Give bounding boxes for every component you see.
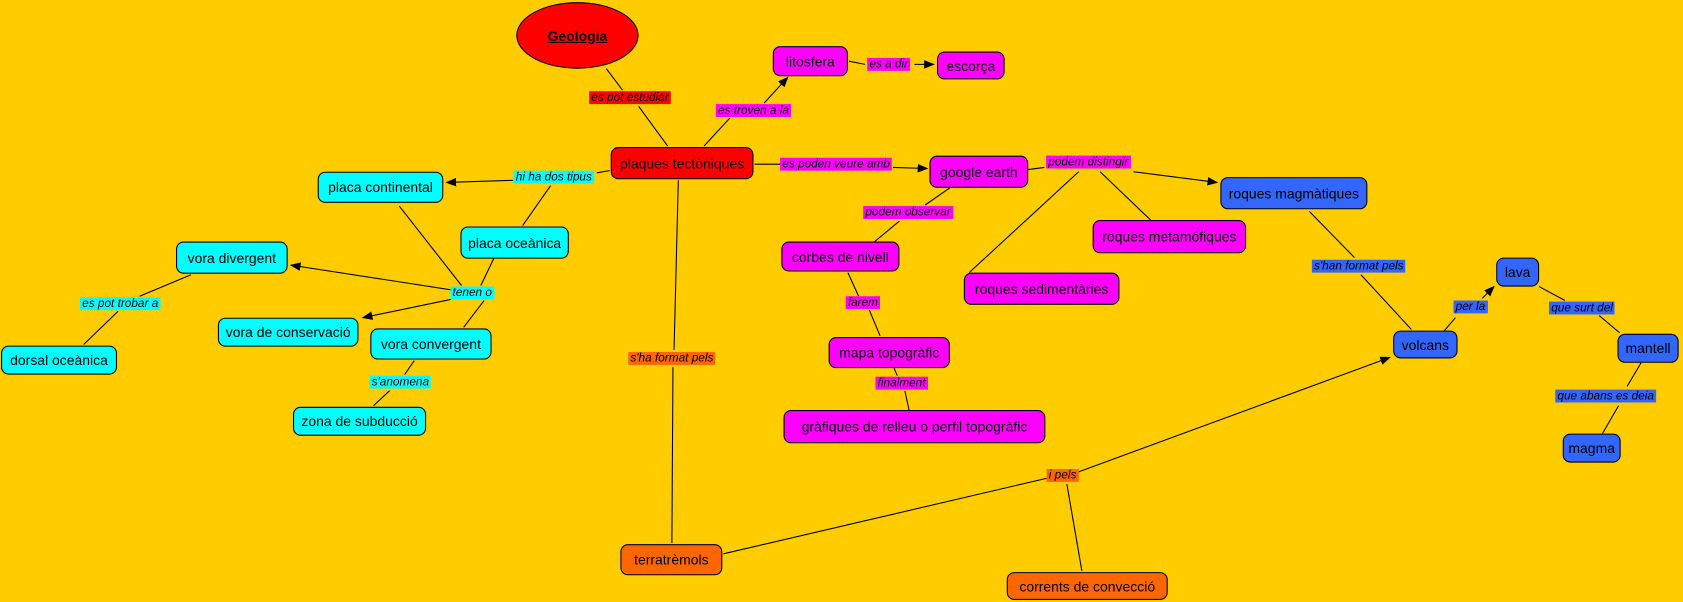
link-label[interactable]: que surt del <box>1549 301 1616 315</box>
concept-zona-de-subduccio[interactable]: zona de subducció <box>293 406 427 436</box>
concept-lava[interactable]: lava <box>1496 257 1540 287</box>
link-label[interactable]: finalment <box>875 376 928 390</box>
link-label[interactable]: i pels <box>1046 469 1079 482</box>
concept-placa-oceanica[interactable]: placa oceànica <box>460 226 569 259</box>
link-label[interactable]: s'han format pels <box>1311 259 1406 273</box>
concept-escorca[interactable]: escorça <box>936 51 1005 80</box>
concept-magma[interactable]: magma <box>1562 433 1621 463</box>
concept-roques-metamofiques[interactable]: roques metamófiques <box>1092 220 1247 254</box>
concept-geologia[interactable]: Geologia <box>516 2 639 69</box>
concept-corrents-de-conveccio[interactable]: corrents de convecció <box>1006 572 1168 600</box>
concept-litosfera[interactable]: litosfera <box>772 46 848 77</box>
concept-mapa-topografic[interactable]: mapa topogràfic <box>828 337 950 369</box>
link-label[interactable]: podem observar <box>863 206 953 219</box>
concept-placa-continental[interactable]: placa continental <box>317 171 444 203</box>
concept-volcans[interactable]: volcans <box>1393 330 1458 359</box>
concept-mantell[interactable]: mantell <box>1617 333 1679 363</box>
concept-plaques-tectoniques[interactable]: plaques tectòniques <box>610 147 754 180</box>
concept-roques-magmatiques[interactable]: roques magmàtiques <box>1220 177 1368 210</box>
link-label[interactable]: per la <box>1453 300 1488 314</box>
concept-vora-convergent[interactable]: vora convergent <box>370 328 492 360</box>
concept-vora-divergent[interactable]: vora divergent <box>176 241 288 274</box>
concept-vora-de-conservacio[interactable]: vora de conservació <box>217 317 359 347</box>
link-label[interactable]: es poden veure amb <box>780 157 893 171</box>
concept-grafiques-de-relleu[interactable]: gràfiques de relleu o perfil topogràfic <box>783 410 1046 444</box>
link-label[interactable]: s'ha format pels <box>628 352 716 365</box>
link-label[interactable]: es pot trobar a <box>79 297 161 311</box>
link-label[interactable]: es pot estudiar <box>589 91 671 105</box>
concept-dorsal-oceanica[interactable]: dorsal oceànica <box>1 345 117 375</box>
concept-google-earth[interactable]: google earth <box>929 155 1029 188</box>
link-label[interactable]: podem distingir <box>1046 155 1131 169</box>
root-title: Geologia <box>547 27 608 44</box>
concept-terratremols[interactable]: terratrèmols <box>620 544 723 576</box>
link-label[interactable]: hi ha dos tipus <box>513 170 595 184</box>
link-label[interactable]: que abans es deia <box>1555 389 1657 403</box>
concept-roques-sedimentaries[interactable]: roques sedimentàries <box>963 272 1120 305</box>
link-label[interactable]: es troven a la <box>715 104 792 117</box>
link-label[interactable]: farem <box>845 296 881 310</box>
concept-corbes-de-nivell[interactable]: corbes de nivell <box>781 241 900 272</box>
link-label[interactable]: tenen o <box>450 286 495 300</box>
link-label[interactable]: es a dir <box>867 57 911 71</box>
link-label[interactable]: s'anomena <box>369 375 432 389</box>
